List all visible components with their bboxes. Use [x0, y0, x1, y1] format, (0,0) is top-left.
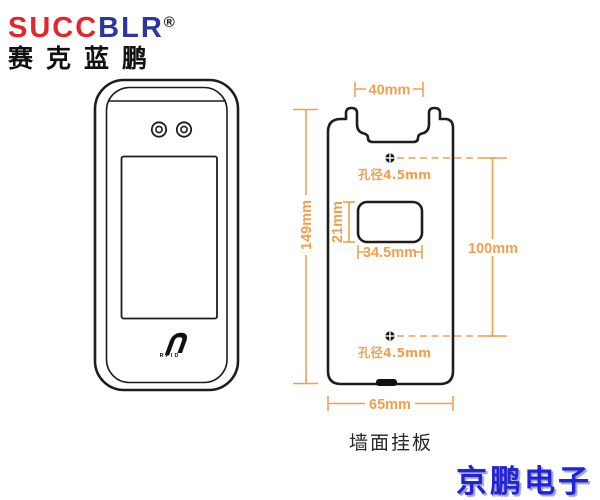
- dim-40mm: 40mm: [354, 80, 424, 99]
- cable-cutout: [356, 200, 424, 244]
- dim-65mm-label: 65mm: [369, 397, 411, 413]
- registered-trademark-icon: ®: [163, 14, 175, 31]
- dim-100mm-label: 100mm: [468, 241, 518, 257]
- device-outer-shell: [93, 78, 240, 392]
- device-screen: [120, 155, 218, 320]
- hole-bottom-label: 孔径4.5mm: [358, 345, 431, 360]
- wall-plate-outline: [326, 106, 455, 386]
- screw-hole-top-icon: [385, 153, 395, 163]
- hole-top-label: 孔径4.5mm: [358, 167, 431, 182]
- dim-149mm-label: 149mm: [299, 200, 315, 250]
- rfid-logo-icon: [164, 332, 188, 355]
- dim-21mm-label: 21mm: [330, 201, 346, 243]
- screw-hole-bottom-icon: [385, 331, 395, 341]
- dim-65mm: 65mm: [327, 394, 454, 413]
- dim-21mm: 21mm: [330, 201, 355, 243]
- bottom-tab: [376, 379, 397, 386]
- dim-40mm-label: 40mm: [369, 83, 411, 99]
- brand-logo-succ: SUCC: [8, 12, 99, 44]
- wall-plate-view: [326, 106, 455, 386]
- dim-34-5mm-label: 34.5mm: [363, 245, 417, 261]
- dim-34-5mm: 34.5mm: [357, 244, 423, 261]
- dim-149mm: 149mm: [293, 108, 318, 385]
- rfid-label: RFID: [160, 353, 181, 359]
- brand-logo-chinese: 赛克蓝鹏: [8, 44, 161, 73]
- dimension-annotations: 40mm 149mm 100mm: [293, 80, 518, 413]
- device-inner-bezel: [105, 86, 228, 384]
- camera-lens-left: [150, 121, 168, 138]
- watermark-text: 京鹏电子: [456, 464, 592, 500]
- brand-logo-latin: SUCCBLR®: [8, 14, 175, 43]
- device-front-view: RFID: [93, 78, 240, 392]
- plate-caption: 墙面挂板: [348, 432, 433, 454]
- brand-logo-blr: BLR: [98, 12, 164, 44]
- brand-logo: SUCCBLR® 赛克蓝鹏: [8, 14, 175, 73]
- camera-lens-right: [175, 121, 193, 138]
- dim-100mm: 100mm: [468, 157, 518, 337]
